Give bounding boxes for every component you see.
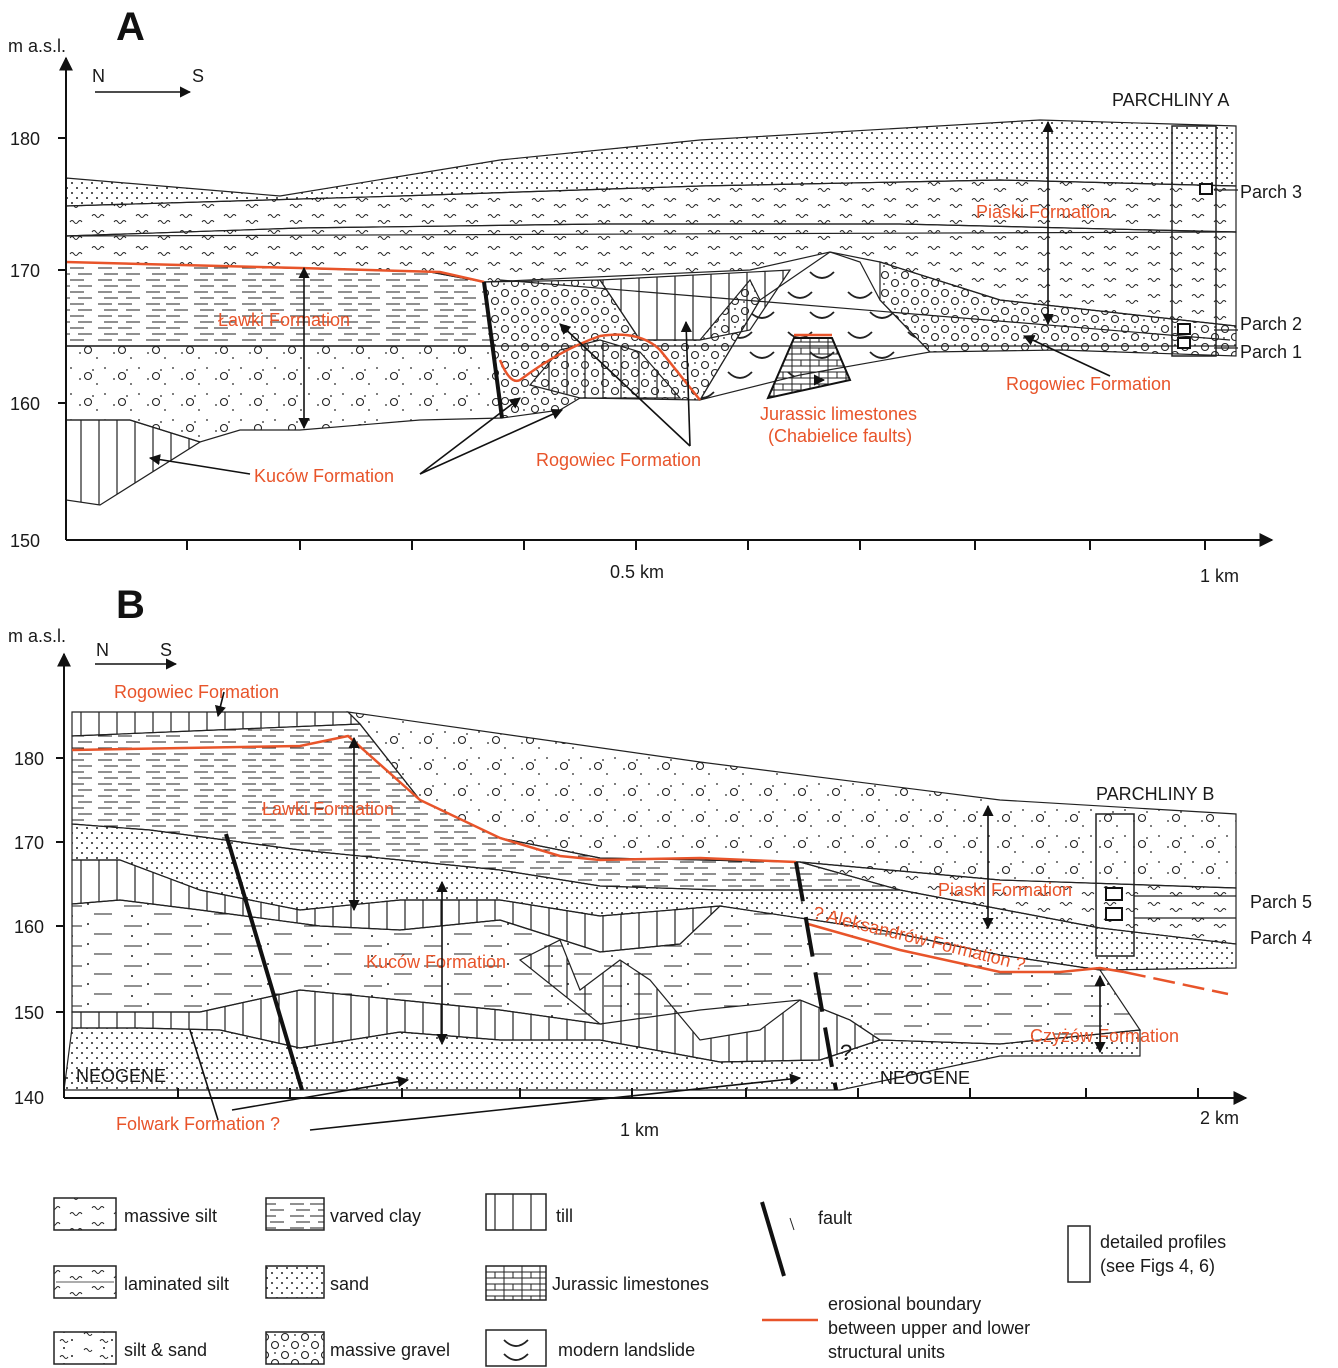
tick-b-1-km: 1 km [620, 1120, 659, 1140]
svg-text:fault: fault [818, 1208, 852, 1228]
tick-b-150: 150 [14, 1003, 44, 1023]
svg-text:Jurassic limestones: Jurassic limestones [552, 1274, 709, 1294]
legend-detailed-profiles: detailed profiles (see Figs 4, 6) [1068, 1226, 1226, 1282]
tick-b-170: 170 [14, 833, 44, 853]
svg-text:silt & sand: silt & sand [124, 1340, 207, 1360]
svg-text:massive gravel: massive gravel [330, 1340, 450, 1360]
tick-150: 150 [10, 531, 40, 551]
label-rogowiec-formation-b: Rogowiec Formation [114, 682, 279, 702]
panel-a-direction-arrow: N S [92, 66, 204, 92]
svg-text:massive silt: massive silt [124, 1206, 217, 1226]
legend-massive-gravel: massive gravel [266, 1332, 450, 1364]
legend-jurassic-limestones: Jurassic limestones [486, 1266, 709, 1300]
panel-b: B m a.s.l. N S 180 [8, 583, 1312, 1140]
legend: massive silt laminated silt silt & sand … [54, 1194, 1226, 1366]
tick-b-140: 140 [14, 1088, 44, 1108]
svg-text:varved clay: varved clay [330, 1206, 421, 1226]
label-folwark-formation-b: Folwark Formation ? [116, 1114, 280, 1134]
label-neogene-right: NEOGENE [880, 1068, 970, 1088]
svg-text:detailed profiles: detailed profiles [1100, 1232, 1226, 1252]
label-rogowiec-formation-a-mid: Rogowiec Formation [536, 450, 701, 470]
legend-varved-clay: varved clay [266, 1198, 421, 1230]
label-rogowiec-formation-a-right: Rogowiec Formation [1006, 374, 1171, 394]
legend-till: till [486, 1194, 573, 1230]
panel-a-site: PARCHLINY A [1112, 90, 1229, 110]
label-fault-question: ? [840, 1040, 852, 1065]
tick-1-km: 1 km [1200, 566, 1239, 586]
svg-text:N: N [96, 640, 109, 660]
panel-a-x-ticks: 0.5 km 1 km [187, 540, 1239, 586]
svg-text:between upper and lower: between upper and lower [828, 1318, 1030, 1338]
panel-b-direction-arrow: N S [95, 640, 176, 664]
profile-parch-2: Parch 2 [1240, 314, 1302, 334]
tick-170: 170 [10, 261, 40, 281]
label-czyzow-formation-b: Czyżów Formation [1030, 1026, 1179, 1046]
tick-180: 180 [10, 129, 40, 149]
legend-laminated-silt: laminated silt [54, 1266, 229, 1298]
svg-text:(see Figs 4, 6): (see Figs 4, 6) [1100, 1256, 1215, 1276]
tick-b-180: 180 [14, 749, 44, 769]
profile-parch-4: Parch 4 [1250, 928, 1312, 948]
svg-text:S: S [192, 66, 204, 86]
legend-modern-landslide: modern landslide [486, 1330, 695, 1366]
label-chabielice-a: (Chabielice faults) [768, 426, 912, 446]
svg-text:laminated silt: laminated silt [124, 1274, 229, 1294]
panel-a: A m a.s.l. N S [8, 5, 1302, 586]
panel-b-y-ticks: 180 170 160 150 140 [14, 749, 64, 1108]
legend-sand: sand [266, 1266, 369, 1298]
panel-b-site: PARCHLINY B [1096, 784, 1214, 804]
panel-b-y-unit: m a.s.l. [8, 626, 66, 646]
label-kucow-formation-b: Kuców Formation [366, 952, 506, 972]
tick-b-2-km: 2 km [1200, 1108, 1239, 1128]
panel-b-letter: B [116, 583, 145, 627]
legend-erosional-boundary: erosional boundary between upper and low… [762, 1294, 1030, 1362]
legend-massive-silt: massive silt [54, 1198, 217, 1230]
panel-a-y-unit: m a.s.l. [8, 36, 66, 56]
svg-text:N: N [92, 66, 105, 86]
legend-silt-sand: silt & sand [54, 1332, 207, 1364]
profile-parch-3: Parch 3 [1240, 182, 1302, 202]
svg-text:erosional boundary: erosional boundary [828, 1294, 981, 1314]
svg-text:structural units: structural units [828, 1342, 945, 1362]
label-piaski-formation-a: Piaski Formation [976, 202, 1110, 222]
label-jurassic-a: Jurassic limestones [760, 404, 917, 424]
label-piaski-formation-b: Piaski Formation [938, 880, 1072, 900]
panel-a-letter: A [116, 5, 145, 49]
label-kucow-formation-a: Kuców Formation [254, 466, 394, 486]
panel-b-x-ticks: 1 km 2 km [178, 1088, 1239, 1140]
svg-text:till: till [556, 1206, 573, 1226]
profile-parch-5: Parch 5 [1250, 892, 1312, 912]
tick-b-160: 160 [14, 917, 44, 937]
svg-text:modern landslide: modern landslide [558, 1340, 695, 1360]
svg-text:S: S [160, 640, 172, 660]
profile-parch-1: Parch 1 [1240, 342, 1302, 362]
tick-0-5-km: 0.5 km [610, 562, 664, 582]
label-lawki-formation-b: Ławki Formation [262, 799, 394, 819]
label-neogene-left: NEOGENE [76, 1066, 166, 1086]
panel-a-y-ticks: 180 170 160 150 [10, 129, 66, 551]
tick-160: 160 [10, 394, 40, 414]
legend-fault: fault [762, 1202, 852, 1276]
svg-text:sand: sand [330, 1274, 369, 1294]
label-lawki-formation-a: Ławki Formation [218, 310, 350, 330]
panel-a-layer-lawki-varved [66, 262, 494, 346]
